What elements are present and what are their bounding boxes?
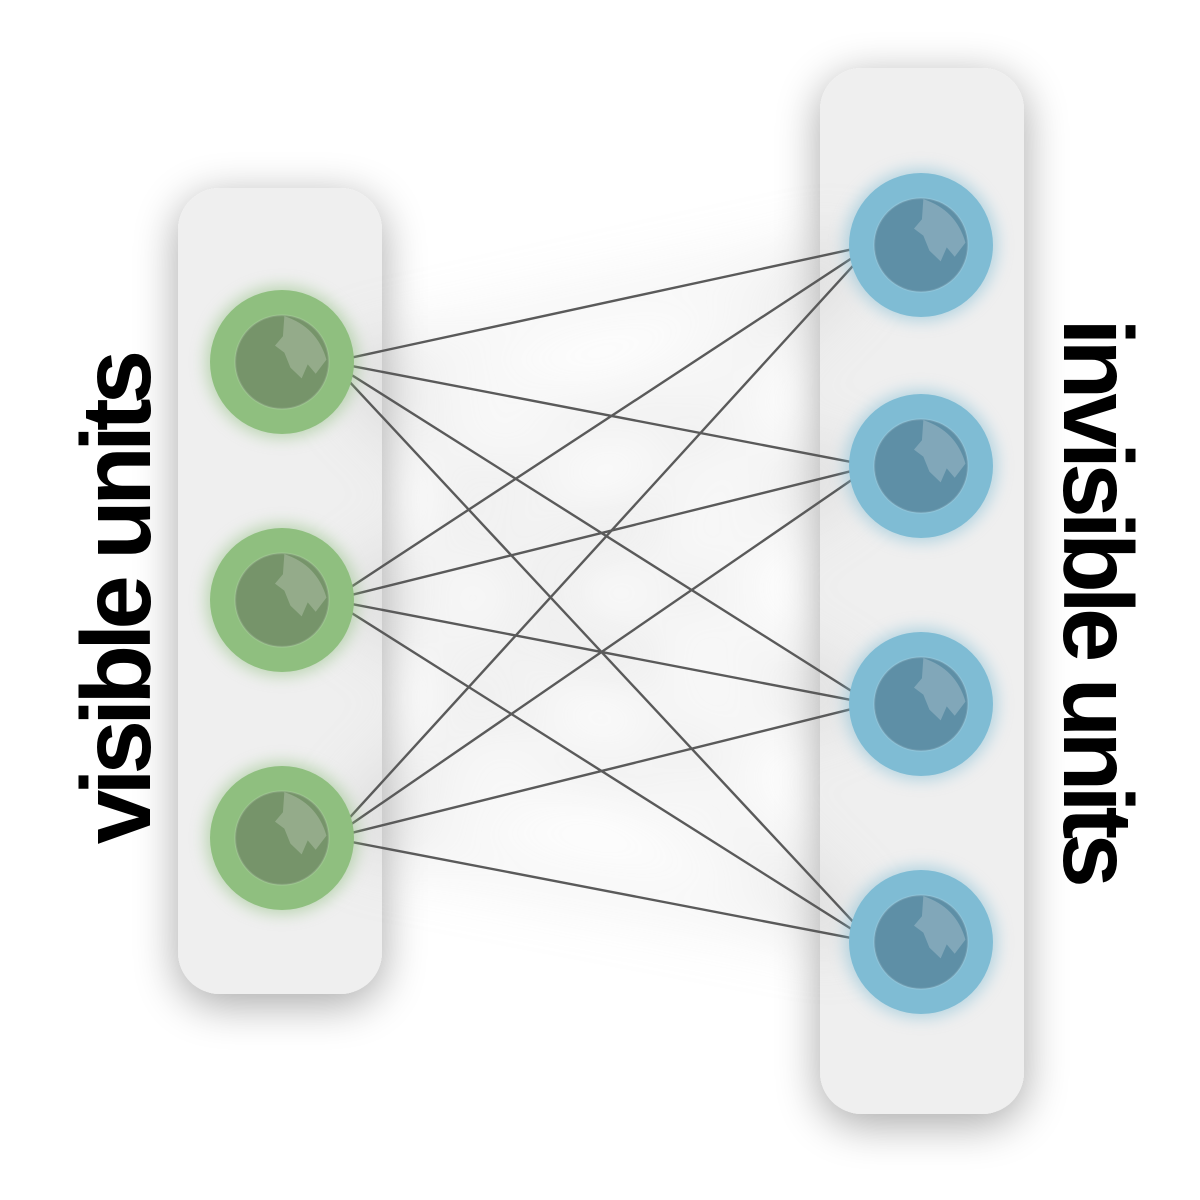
globe-icon bbox=[913, 658, 966, 721]
unit-core-edge bbox=[234, 314, 330, 410]
connection-edge bbox=[349, 478, 854, 826]
unit-core bbox=[235, 553, 329, 647]
unit-core bbox=[235, 791, 329, 885]
hidden-unit-2 bbox=[845, 390, 997, 542]
unit-core bbox=[874, 419, 968, 513]
unit-core bbox=[235, 315, 329, 409]
hidden-unit-3 bbox=[845, 628, 997, 780]
unit-core bbox=[874, 895, 968, 989]
visible-unit-2 bbox=[206, 524, 358, 676]
visible-unit-1 bbox=[206, 286, 358, 438]
visible-layer-label: visible units bbox=[61, 353, 171, 844]
connection-edge bbox=[349, 840, 854, 940]
globe-icon bbox=[913, 420, 966, 483]
connection-edge bbox=[349, 256, 854, 589]
visible-units-group bbox=[206, 286, 358, 914]
unit-core-edge bbox=[873, 197, 969, 293]
visible-unit-3 bbox=[206, 762, 358, 914]
globe-icon bbox=[913, 896, 966, 959]
connections bbox=[349, 247, 854, 940]
globe-icon bbox=[274, 554, 327, 617]
unit-core-edge bbox=[873, 656, 969, 752]
hidden-unit-4 bbox=[845, 866, 997, 1018]
globe-icon bbox=[274, 316, 327, 379]
hidden-units-group bbox=[845, 169, 997, 1018]
unit-core-edge bbox=[873, 894, 969, 990]
connection-edge bbox=[349, 469, 854, 597]
unit-core-edge bbox=[873, 418, 969, 514]
globe-icon bbox=[913, 199, 966, 262]
globe-icon bbox=[274, 792, 327, 855]
connection-edge bbox=[349, 247, 854, 360]
hidden-layer-panel bbox=[820, 68, 1024, 1114]
connection-edge bbox=[349, 707, 854, 835]
edge-haze bbox=[344, 242, 859, 946]
unit-core-edge bbox=[234, 552, 330, 648]
hidden-unit-1 bbox=[845, 169, 997, 321]
unit-core bbox=[874, 198, 968, 292]
connection-edge bbox=[349, 364, 854, 464]
hidden-layer-label: invisible units bbox=[1043, 318, 1153, 884]
connection-edge bbox=[349, 264, 854, 819]
unit-core-edge bbox=[234, 790, 330, 886]
unit-core bbox=[874, 657, 968, 751]
